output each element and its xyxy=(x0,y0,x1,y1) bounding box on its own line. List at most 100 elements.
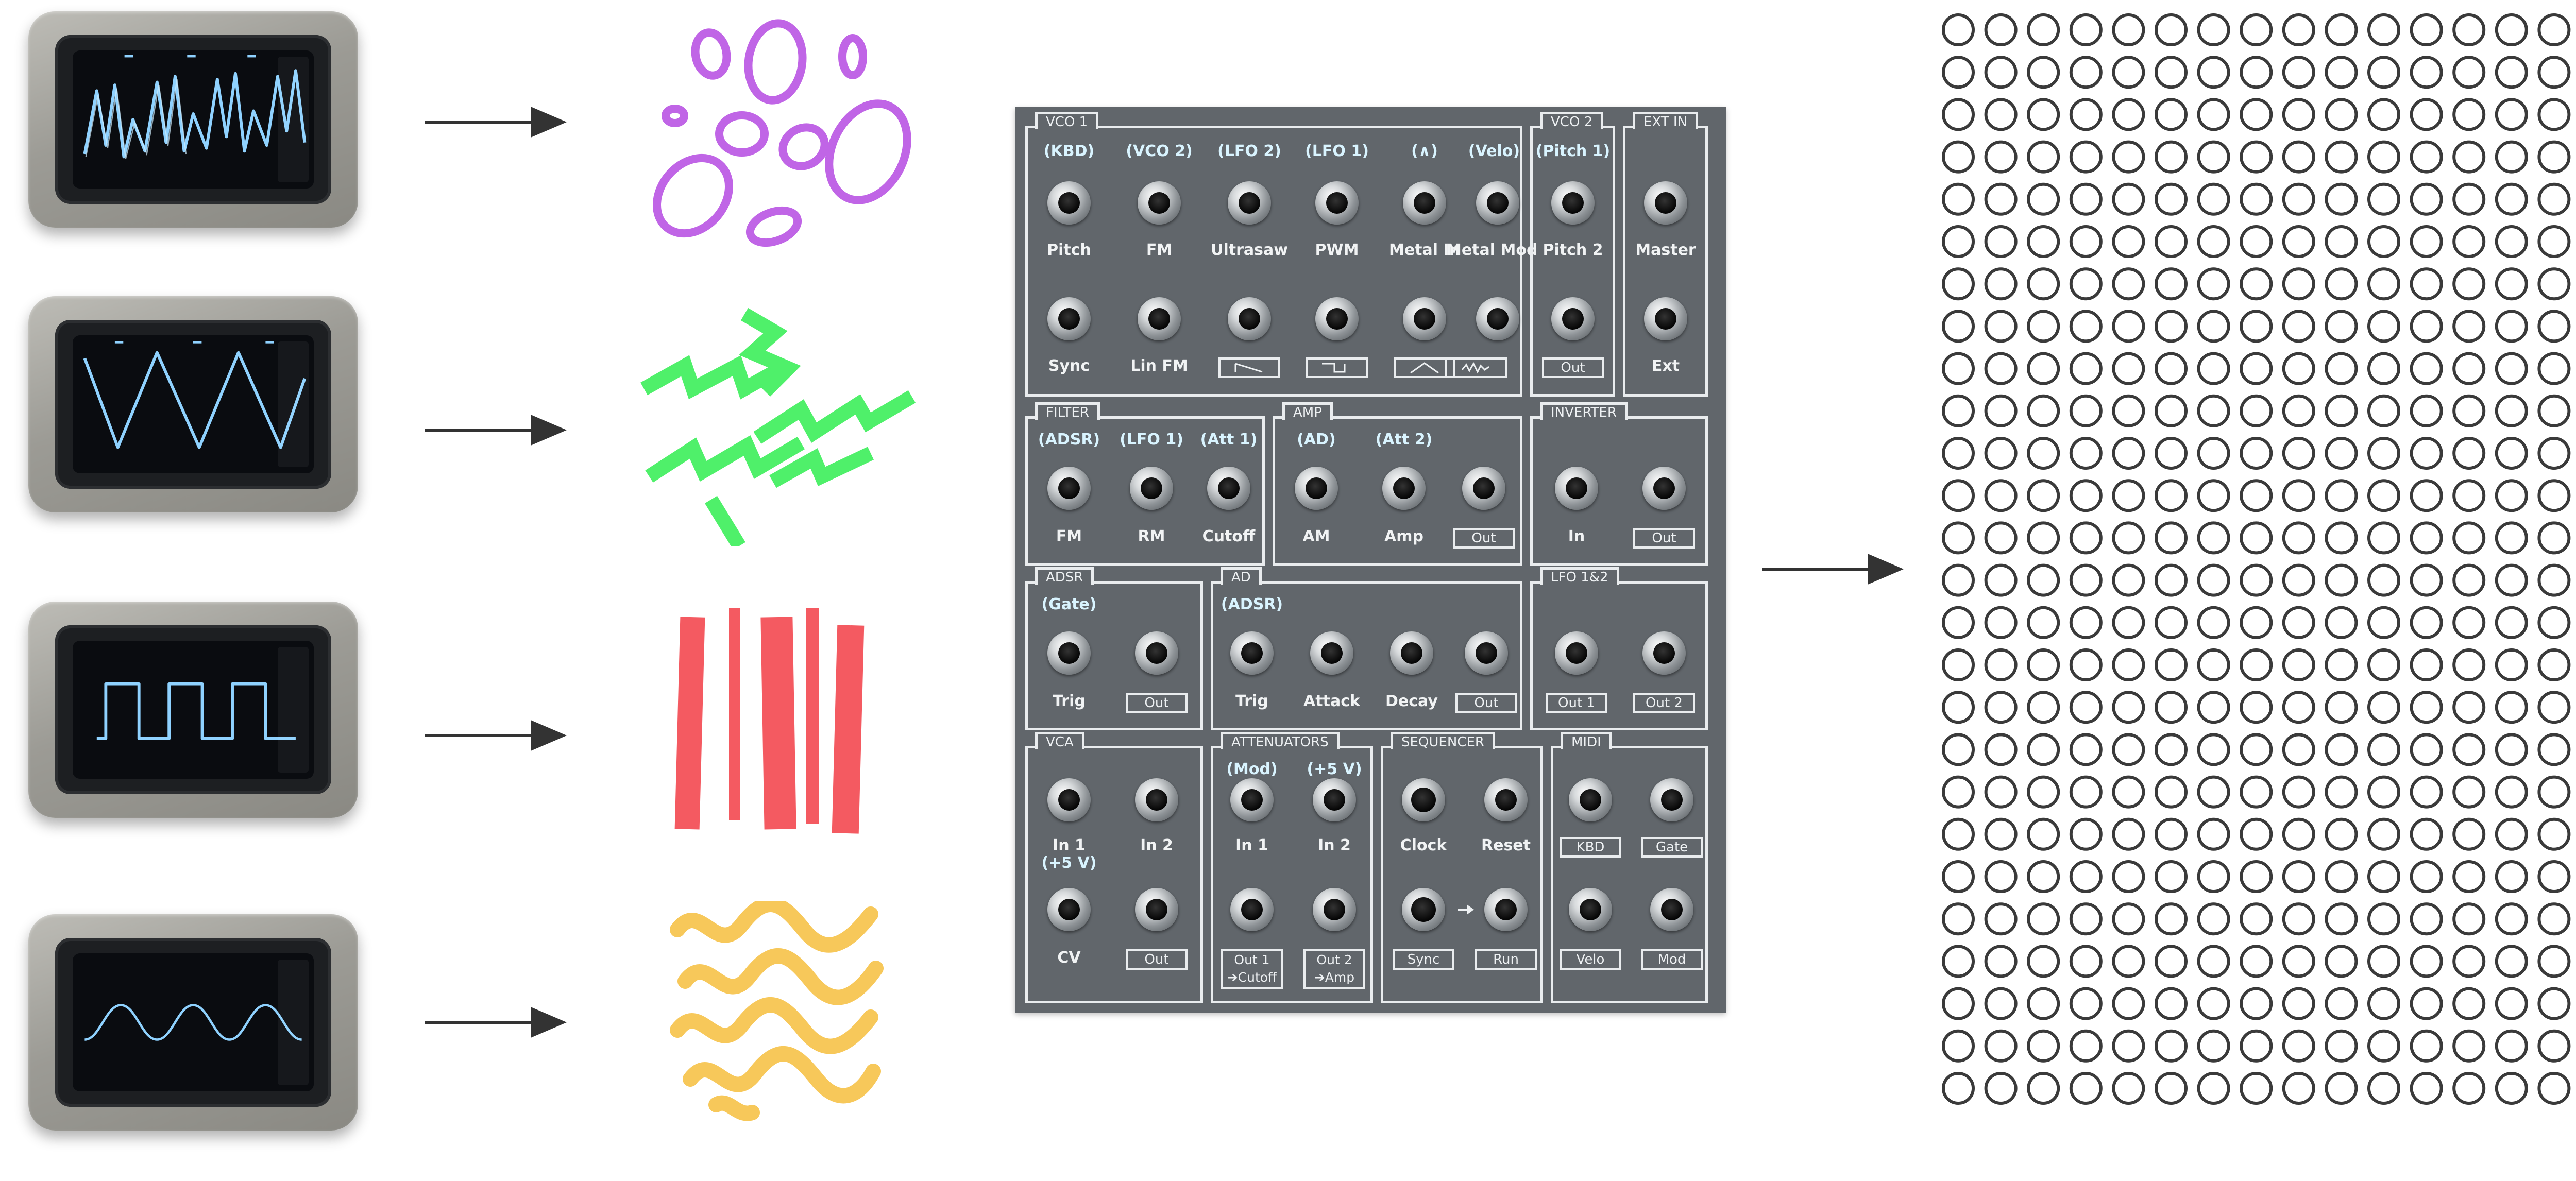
grid-circle xyxy=(2197,733,2230,766)
jack-ad-out[interactable] xyxy=(1465,631,1508,675)
jack-run[interactable] xyxy=(1484,888,1528,931)
grid-circle xyxy=(2537,606,2571,639)
jack-filter-rm[interactable] xyxy=(1130,467,1173,510)
grid-circle xyxy=(2197,860,2230,893)
jack-master[interactable] xyxy=(1644,181,1687,225)
jack-pitch-2[interactable] xyxy=(1551,181,1595,225)
source-label: (AD) xyxy=(1297,431,1336,449)
grid-circle xyxy=(2282,775,2315,809)
grid-circle xyxy=(1942,521,1975,555)
jack-metal-in[interactable] xyxy=(1403,181,1446,225)
jack-triangle-out[interactable] xyxy=(1403,297,1446,340)
jack-label: Pitch 2 xyxy=(1543,241,1603,259)
grid-circle xyxy=(2367,902,2400,936)
grid-circle xyxy=(1942,479,1975,512)
jack-cutoff[interactable] xyxy=(1207,467,1250,510)
grid-circle xyxy=(2325,860,2358,893)
jack-amp[interactable] xyxy=(1382,467,1426,510)
jack-att-out-2[interactable] xyxy=(1313,888,1356,931)
jack-att-in-2[interactable] xyxy=(1313,778,1356,821)
jack-adsr-out[interactable] xyxy=(1135,631,1178,675)
grid-circle xyxy=(2155,860,2188,893)
jack-label: Ext xyxy=(1651,357,1680,375)
jack-noise-out[interactable] xyxy=(1476,297,1519,340)
section-title: INVERTER xyxy=(1540,402,1628,420)
jack-am[interactable] xyxy=(1295,467,1338,510)
jack-lin-fm[interactable] xyxy=(1138,297,1181,340)
grid-circle xyxy=(2495,563,2528,597)
jack-decay[interactable] xyxy=(1390,631,1433,675)
jack-pitch[interactable] xyxy=(1047,181,1091,225)
grid-circle xyxy=(2069,56,2103,89)
grid-circle xyxy=(2495,987,2528,1020)
grid-circle xyxy=(2282,902,2315,936)
grid-circle xyxy=(2537,987,2571,1020)
grid-circle xyxy=(2240,182,2273,216)
jack-pwm[interactable] xyxy=(1315,181,1359,225)
section-vca: VCA In 1 In 2 (+5 V) CV Out xyxy=(1025,732,1203,1003)
jack-attack[interactable] xyxy=(1310,631,1353,675)
jack-midi-velo[interactable] xyxy=(1569,888,1612,931)
jack-ext[interactable] xyxy=(1644,297,1687,340)
jack-lfo-out-2[interactable] xyxy=(1642,631,1686,675)
jack-amp-out[interactable] xyxy=(1462,467,1505,510)
jack-metal-mod[interactable] xyxy=(1476,181,1519,225)
jack-label: Attack xyxy=(1303,692,1360,710)
grid-circle xyxy=(1984,56,2018,89)
jack-midi-gate[interactable] xyxy=(1650,778,1693,821)
grid-circle xyxy=(2495,182,2528,216)
jack-adsr-trig[interactable] xyxy=(1047,631,1091,675)
grid-circle xyxy=(2197,479,2230,512)
jack-ultrasaw[interactable] xyxy=(1228,181,1271,225)
source-label: (+5 V) xyxy=(1041,854,1097,872)
grid-circle xyxy=(2027,352,2060,385)
section-inverter: INVERTER In Out xyxy=(1530,402,1708,566)
grid-circle xyxy=(2537,56,2571,89)
grid-circle xyxy=(2197,13,2230,46)
grid-circle xyxy=(2155,140,2188,174)
grid-circle xyxy=(2027,310,2060,343)
jack-inverter-out[interactable] xyxy=(1642,467,1686,510)
grid-circle xyxy=(2155,56,2188,89)
jack-vca-out[interactable] xyxy=(1135,888,1178,931)
grid-circle xyxy=(2325,56,2358,89)
grid-circle xyxy=(2027,860,2060,893)
jack-inverter-in[interactable] xyxy=(1555,467,1598,510)
grid-circle xyxy=(2112,13,2145,46)
jack-fm[interactable] xyxy=(1138,181,1181,225)
output-label: Mod xyxy=(1641,949,1703,970)
grid-circle xyxy=(2325,437,2358,470)
source-label: (Mod) xyxy=(1226,760,1278,778)
jack-att-out-1[interactable] xyxy=(1230,888,1274,931)
source-label: (+5 V) xyxy=(1307,760,1362,778)
jack-vca-in-1[interactable] xyxy=(1047,778,1091,821)
grid-circle xyxy=(2282,648,2315,681)
jack-clock[interactable] xyxy=(1402,778,1445,821)
jack-sync[interactable] xyxy=(1047,297,1091,340)
section-title: EXT IN xyxy=(1633,112,1699,130)
grid-circle xyxy=(2112,563,2145,597)
grid-circle xyxy=(2112,56,2145,89)
grid-circle xyxy=(2452,1072,2486,1105)
jack-ad-trig[interactable] xyxy=(1230,631,1274,675)
jack-att-in-1[interactable] xyxy=(1230,778,1274,821)
jack-square-out[interactable] xyxy=(1315,297,1359,340)
jack-vco2-out[interactable] xyxy=(1551,297,1595,340)
jack-reset[interactable] xyxy=(1484,778,1528,821)
grid-circle xyxy=(1984,140,2018,174)
grid-circle xyxy=(2282,606,2315,639)
jack-lfo-out-1[interactable] xyxy=(1555,631,1598,675)
jack-midi-kbd[interactable] xyxy=(1569,778,1612,821)
jack-filter-fm[interactable] xyxy=(1047,467,1091,510)
grid-circle xyxy=(2537,310,2571,343)
jack-vca-in-2[interactable] xyxy=(1135,778,1178,821)
jack-vca-cv[interactable] xyxy=(1047,888,1091,931)
jack-label: Clock xyxy=(1400,836,1447,854)
output-label: Out xyxy=(1126,693,1188,713)
jack-sync-out[interactable] xyxy=(1402,888,1445,931)
jack-midi-mod[interactable] xyxy=(1650,888,1693,931)
grid-circle xyxy=(2367,648,2400,681)
grid-circle xyxy=(2069,691,2103,724)
grid-circle xyxy=(2027,691,2060,724)
jack-saw-out[interactable] xyxy=(1228,297,1271,340)
